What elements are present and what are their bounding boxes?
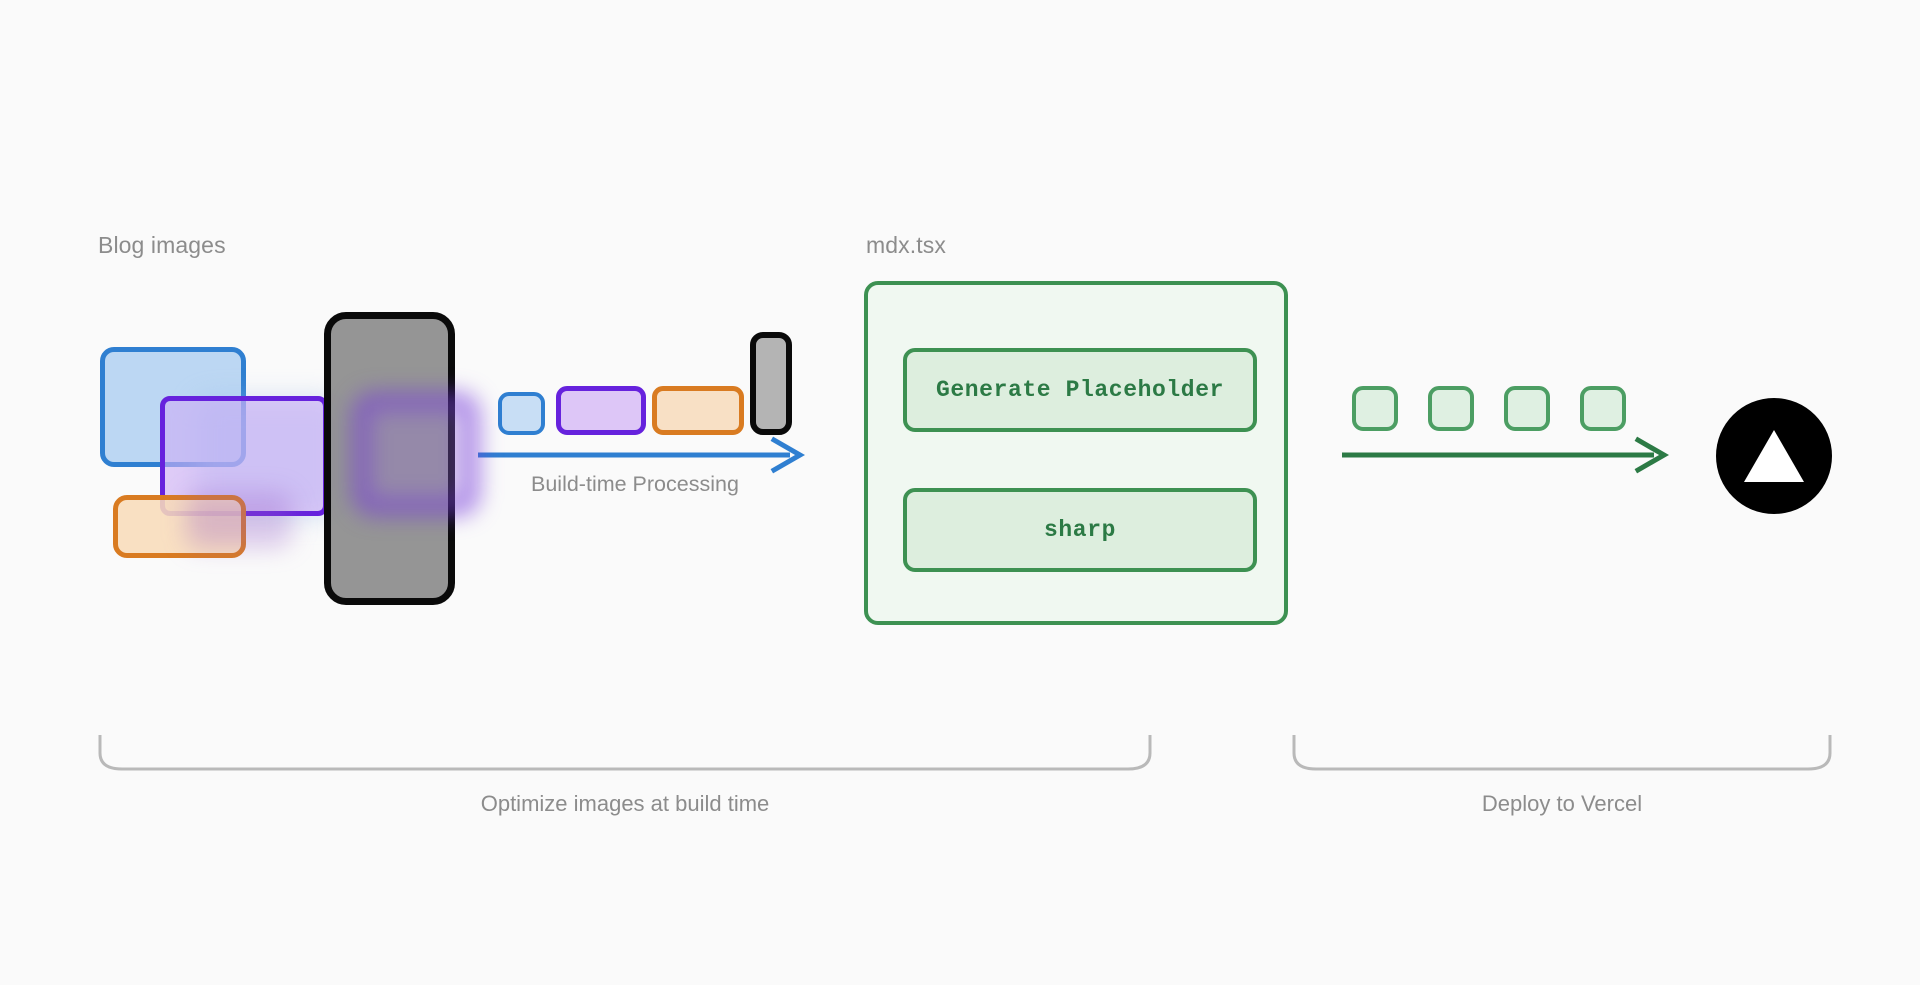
build-time-processing-label: Build-time Processing bbox=[531, 472, 739, 496]
vercel-logo bbox=[1716, 398, 1832, 514]
output-chip-4 bbox=[1580, 386, 1626, 431]
build-time-arrow-icon bbox=[478, 436, 806, 474]
optimized-purple bbox=[556, 386, 646, 435]
generate-placeholder-box[interactable]: Generate Placeholder bbox=[903, 348, 1257, 432]
optimized-dark bbox=[750, 332, 792, 435]
output-chip-2 bbox=[1428, 386, 1474, 431]
vercel-triangle-icon bbox=[1744, 430, 1804, 482]
bracket-build-icon bbox=[98, 735, 1152, 771]
bracket-build-label: Optimize images at build time bbox=[480, 791, 770, 816]
mdx-tsx-label: mdx.tsx bbox=[866, 232, 946, 258]
generate-placeholder-text: Generate Placeholder bbox=[935, 377, 1225, 403]
output-chip-3 bbox=[1504, 386, 1550, 431]
blog-images-label: Blog images bbox=[98, 232, 226, 258]
deploy-arrow-icon bbox=[1342, 436, 1670, 474]
optimized-orange bbox=[652, 386, 744, 435]
bracket-deploy-label: Deploy to Vercel bbox=[1481, 791, 1643, 816]
sharp-text: sharp bbox=[1043, 517, 1116, 543]
mdx-tsx-panel: Generate Placeholder sharp bbox=[864, 281, 1288, 625]
sharp-box[interactable]: sharp bbox=[903, 488, 1257, 572]
dark-image-card bbox=[324, 312, 455, 605]
output-chip-1 bbox=[1352, 386, 1398, 431]
optimized-blue bbox=[498, 392, 545, 435]
orange-image-card bbox=[113, 495, 246, 558]
bracket-deploy-icon bbox=[1292, 735, 1832, 771]
